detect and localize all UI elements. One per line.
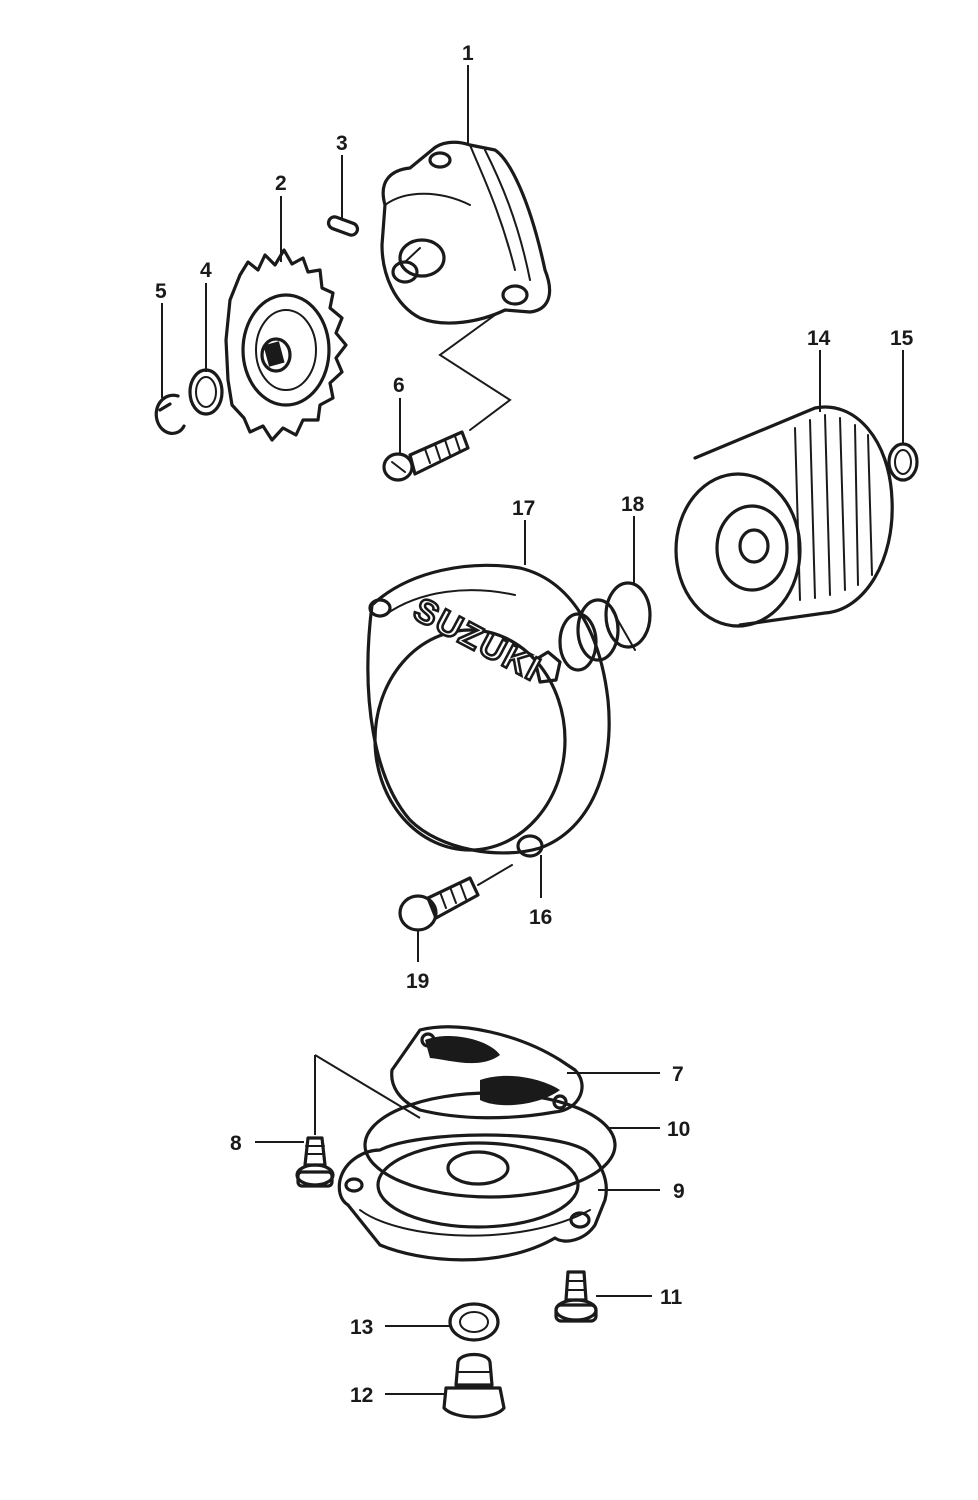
oil-pan-screw [295, 1136, 335, 1188]
callout-9: 9 [673, 1180, 685, 1203]
pump-screw [382, 430, 470, 482]
guide-line-7-group [314, 1054, 421, 1119]
callout-13: 13 [350, 1316, 373, 1339]
oil-pan [337, 1133, 608, 1262]
callout-6: 6 [393, 374, 405, 397]
callout-16: 16 [529, 906, 552, 929]
callout-2: 2 [275, 172, 287, 195]
callout-8: 8 [230, 1132, 242, 1155]
drain-plug-gasket [448, 1302, 500, 1342]
callout-17: 17 [512, 497, 535, 520]
callout-14: 14 [807, 327, 831, 350]
callout-labels: 1 2 3 4 5 6 14 15 17 18 16 19 7 10 9 11 … [155, 42, 914, 1407]
callout-11: 11 [660, 1286, 683, 1309]
oil-pan-screw-2 [554, 1270, 598, 1323]
circlip [154, 393, 186, 435]
gasket [390, 1025, 584, 1120]
pin [326, 215, 360, 237]
callout-3: 3 [336, 132, 348, 155]
washer [188, 368, 224, 416]
oil-pump-body [380, 140, 552, 325]
oil-filter [674, 405, 894, 628]
filter-cover: SUZUKI [366, 563, 611, 858]
spring [558, 581, 652, 672]
drain-plug [442, 1352, 506, 1419]
callout-5: 5 [155, 280, 167, 303]
cover-bolt [398, 864, 513, 932]
filter-o-ring [887, 442, 919, 482]
oil-pan-o-ring [363, 1091, 617, 1199]
callout-12: 12 [350, 1384, 373, 1407]
callout-19: 19 [406, 970, 429, 993]
assembly-guide [438, 314, 512, 431]
leader-lines [161, 65, 904, 1395]
oil-pump-gear [224, 248, 348, 442]
callout-7: 7 [672, 1063, 684, 1086]
callout-1: 1 [462, 42, 474, 65]
callout-15: 15 [890, 327, 914, 350]
callout-18: 18 [621, 493, 645, 516]
callout-10: 10 [667, 1118, 690, 1141]
callout-4: 4 [200, 259, 212, 282]
